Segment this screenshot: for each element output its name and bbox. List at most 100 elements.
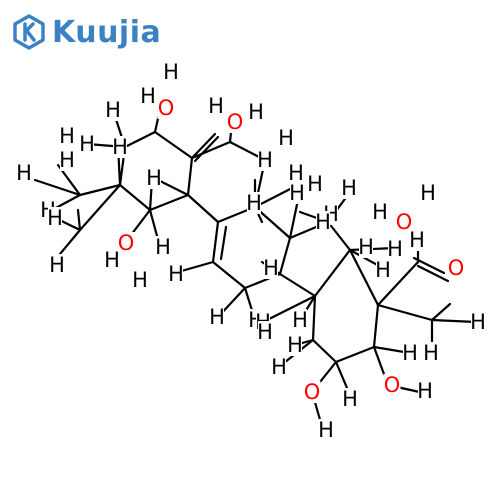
atom-label-background — [105, 249, 119, 271]
atom-label-background — [210, 306, 224, 328]
hydrogen-atom-label: H — [112, 135, 128, 159]
brand-name: Kuujia — [52, 14, 162, 50]
atom-label-background — [117, 232, 135, 254]
atom-label-background — [288, 334, 302, 356]
atom-label-background — [48, 207, 62, 229]
hydrogen-atom-label: H — [375, 258, 391, 282]
bond-line — [430, 318, 478, 324]
bond-line — [176, 260, 215, 274]
bond-line — [311, 294, 317, 342]
atom-label-background — [258, 321, 272, 343]
oxygen-atom-label: O — [304, 380, 321, 404]
hydrogen-atom-label: H — [307, 172, 323, 196]
bond-line — [193, 135, 220, 163]
bond-line — [334, 345, 376, 364]
hydrogen-atom-label: H — [271, 355, 287, 379]
atom-label-background — [343, 388, 357, 410]
hydrogen-atom-label: H — [155, 235, 171, 259]
atom-label-background — [157, 97, 175, 119]
bond-line — [376, 260, 420, 307]
bond-line — [278, 236, 292, 276]
atom-label-background — [289, 162, 303, 184]
hydrogen-atom-label: H — [289, 181, 305, 205]
hydrogen-atom-label: H — [278, 126, 294, 150]
atom-label-background — [424, 342, 438, 364]
atom-label-background — [319, 419, 333, 441]
atom-label-background — [342, 177, 356, 199]
hydrogen-atom-label: H — [342, 387, 358, 411]
hydrogen-atom-label: H — [146, 166, 162, 190]
hydrogen-atom-label: H — [257, 320, 273, 344]
bond-line — [123, 130, 157, 149]
atom-label-background — [164, 61, 178, 83]
bond-line — [118, 183, 152, 212]
atom-label-background — [249, 101, 263, 123]
hydrogen-atom-label: H — [47, 206, 63, 230]
atom-label-background — [403, 342, 417, 364]
bond-line — [78, 183, 122, 232]
hydrogen-atom-label: H — [132, 268, 148, 292]
bond-line — [78, 183, 122, 197]
bond-line — [76, 208, 82, 232]
hydrogen-atom-label: H — [315, 210, 331, 234]
hydrogen-atom-label: H — [287, 333, 303, 357]
bond-line — [348, 248, 380, 307]
hydrogen-atom-label: H — [288, 161, 304, 185]
atom-label-background — [17, 162, 31, 184]
bond-line — [376, 303, 434, 322]
hydrogen-atom-label: H — [209, 305, 225, 329]
atom-label-background — [316, 211, 330, 233]
hydrogen-atom-label: H — [372, 200, 388, 224]
atom-label-background — [156, 236, 170, 258]
hydrogen-atom-label: H — [292, 308, 308, 332]
hydrogen-atom-label: H — [105, 98, 121, 122]
atom-label-background — [264, 257, 278, 279]
bond-line — [156, 178, 190, 197]
hydrogen-atom-label: H — [246, 191, 262, 215]
atom-label-background — [471, 311, 485, 333]
atom-label-background — [272, 356, 286, 378]
hydrogen-atom-label: H — [16, 161, 32, 185]
oxygen-atom-label: O — [448, 256, 465, 280]
atom-label-background — [80, 133, 94, 155]
bond-line — [148, 193, 190, 212]
atom-label-background — [359, 236, 373, 258]
hydrogen-atom-label: H — [341, 176, 357, 200]
bond-line — [278, 272, 317, 298]
hydrogen-atom-label: H — [104, 248, 120, 272]
atom-label-background — [113, 136, 127, 158]
bond-line — [190, 132, 217, 160]
atom-label-background — [290, 182, 304, 204]
atom-label-background — [50, 254, 64, 276]
bond-line — [313, 248, 352, 298]
atoms-layer: HHOHOHHHHHHHHHHHHHHHHHHHOHHOHHHHHHHHOHHH… — [16, 60, 486, 442]
bond-line — [190, 140, 232, 160]
atom-label-background — [147, 167, 161, 189]
bond-line — [416, 264, 450, 283]
atom-label-background — [308, 173, 322, 195]
atom-label-background — [418, 380, 432, 402]
hydrogen-atom-label: H — [420, 181, 436, 205]
hydrogen-atom-label: H — [140, 84, 156, 108]
hydrogen-atom-label: H — [387, 237, 403, 261]
bond-line — [372, 303, 380, 349]
atom-label-background — [169, 263, 183, 285]
brand-logo[interactable]: Kuujia — [12, 14, 161, 50]
atom-label-background — [141, 85, 155, 107]
atom-label-background — [60, 125, 74, 147]
atom-label-background — [383, 374, 401, 396]
bond-line — [186, 156, 194, 197]
hydrogen-atom-label: H — [358, 235, 374, 259]
bond-line — [311, 338, 338, 364]
atom-label-background — [209, 95, 223, 117]
bonds-layer — [33, 103, 478, 432]
atom-label-background — [376, 259, 390, 281]
atom-label-background — [226, 111, 244, 133]
hydrogen-atom-label: H — [409, 228, 425, 252]
hydrogen-atom-label: H — [248, 100, 264, 124]
bond-line — [326, 220, 352, 252]
atom-label-background — [388, 238, 402, 260]
oxygen-atom-label: O — [118, 231, 135, 255]
bond-line — [186, 193, 220, 224]
atom-label-background — [373, 201, 387, 223]
